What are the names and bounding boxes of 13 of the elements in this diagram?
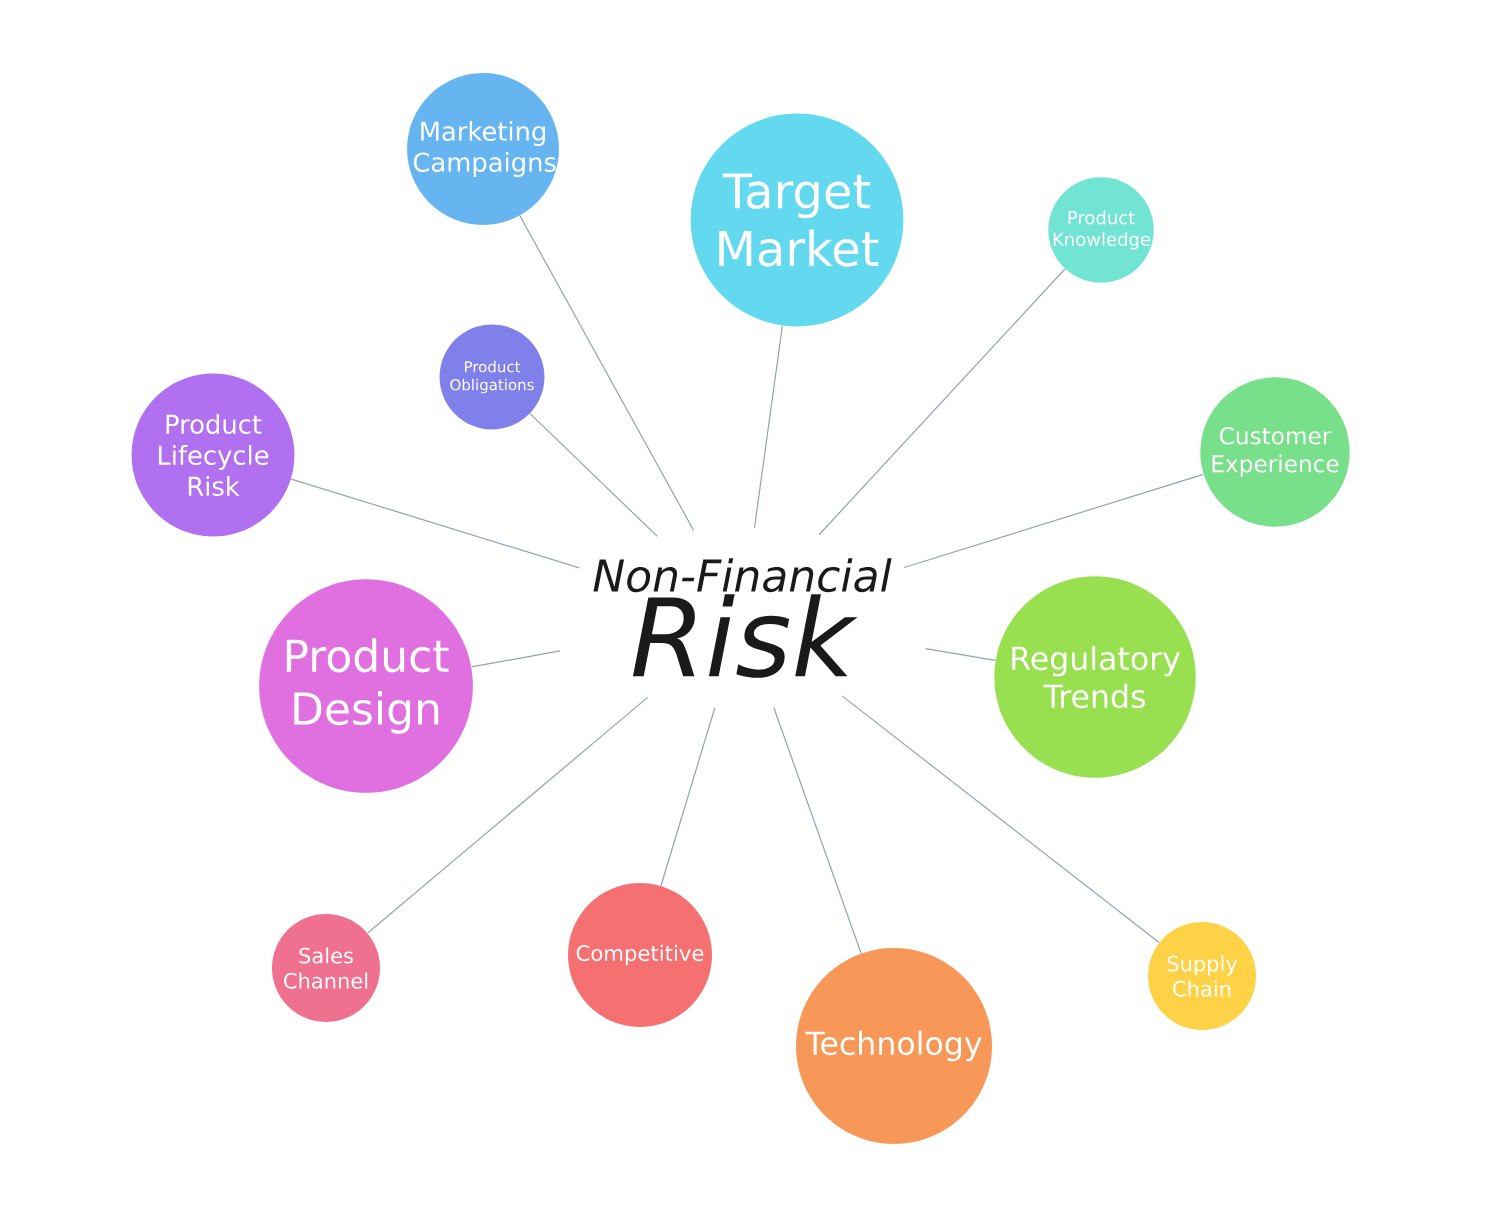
connector-line (773, 706, 862, 954)
connector-line (519, 215, 695, 531)
connector-line (903, 473, 1204, 569)
connector-line (529, 413, 658, 537)
center-label: Non-Financial Risk (593, 558, 892, 678)
connector-line (841, 695, 1160, 944)
connector-line (925, 648, 996, 661)
connector-line (290, 478, 580, 569)
connector-line (367, 696, 649, 934)
connector-line (470, 650, 561, 668)
connector-line (660, 707, 716, 887)
connector-line (753, 325, 783, 529)
connector-line (818, 268, 1066, 536)
